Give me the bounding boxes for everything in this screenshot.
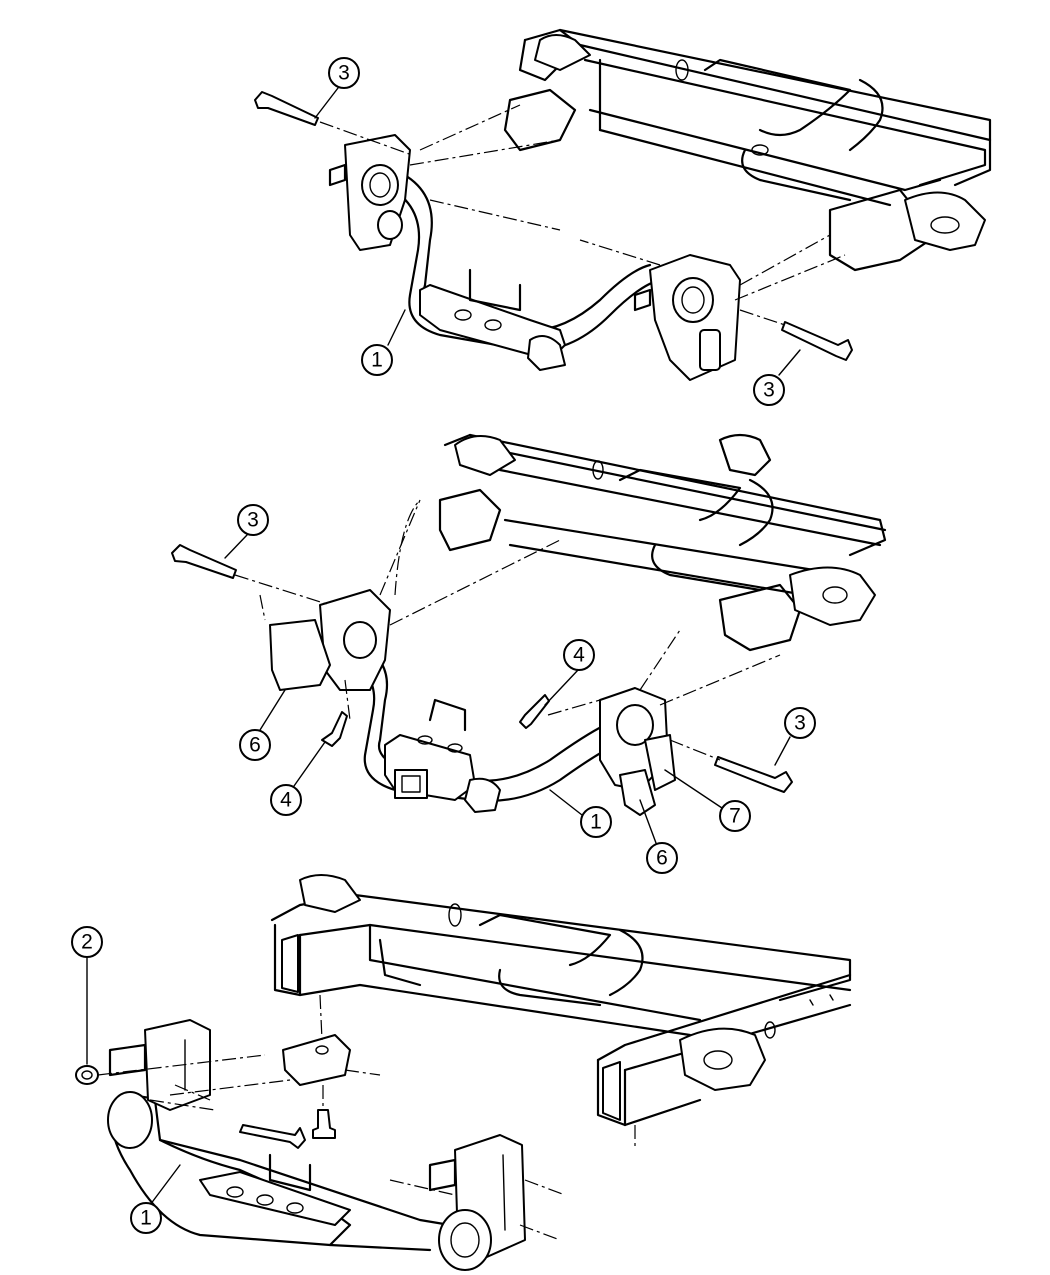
callout-4-middle-lower: 4	[270, 784, 302, 816]
callout-1-bottom: 1	[130, 1202, 162, 1234]
svg-text:6: 6	[656, 847, 668, 870]
hitch-bracket-bottom-center	[282, 1034, 351, 1086]
bolt-bottom-angled	[239, 1124, 306, 1149]
svg-text:1: 1	[140, 1207, 152, 1230]
leader-mid-6b	[639, 799, 657, 844]
hitch-crossmember-1-top	[328, 134, 741, 381]
top-view: 3 1 3	[254, 28, 992, 406]
leader-mid-4a	[544, 669, 579, 706]
callout-7-middle: 7	[719, 800, 751, 832]
svg-text:2: 2	[81, 931, 93, 954]
svg-text:3: 3	[794, 712, 806, 735]
leader-mid-6a	[259, 689, 286, 731]
callout-1-middle: 1	[580, 806, 612, 838]
assembly-lines-bottom	[97, 994, 636, 1241]
svg-text:3: 3	[338, 62, 350, 85]
svg-text:6: 6	[249, 734, 261, 757]
callout-4-middle-upper: 4	[563, 639, 595, 671]
callout-3-middle-left: 3	[237, 504, 269, 536]
leader-top-3b	[778, 349, 801, 376]
callout-2-bottom: 2	[71, 926, 103, 958]
svg-text:3: 3	[763, 379, 775, 402]
bolt-3-middle-left	[171, 544, 237, 579]
bolt-3-top-right	[781, 321, 853, 361]
svg-text:7: 7	[729, 805, 741, 828]
svg-text:4: 4	[573, 644, 585, 667]
callout-6-middle-right: 6	[646, 842, 678, 874]
stud-4-upper	[519, 694, 550, 729]
bolt-bottom-vertical	[312, 1109, 336, 1139]
nut-2-bottom	[75, 1065, 99, 1085]
svg-text:3: 3	[247, 509, 259, 532]
leader-mid-3a	[224, 534, 248, 559]
svg-text:1: 1	[590, 811, 602, 834]
callout-3-top-right: 3	[753, 374, 785, 406]
callout-3-top-left: 3	[328, 57, 360, 89]
leader-top-1	[387, 309, 406, 346]
frame-rails	[503, 28, 992, 272]
bolt-3-middle-right	[714, 756, 793, 793]
middle-view: 3 6 4 4 1 3 7 6	[171, 433, 887, 874]
leader-top-3a	[314, 87, 339, 119]
leader-mid-4b	[293, 741, 326, 787]
leader-mid-3b	[774, 736, 791, 766]
leader-bottom-1	[149, 1164, 181, 1206]
svg-text:4: 4	[280, 789, 292, 812]
assembly-lines-top	[319, 104, 846, 326]
bolt-3-top-left	[254, 91, 319, 126]
callout-3-middle-right: 3	[784, 707, 816, 739]
leader-mid-7	[664, 769, 723, 809]
leader-mid-1	[549, 789, 583, 816]
callout-6-middle-left: 6	[239, 729, 271, 761]
frame-rails-bottom	[270, 874, 852, 1127]
frame-rails-middle	[438, 433, 887, 652]
stud-4-lower	[321, 711, 348, 747]
bottom-view: 2 1	[71, 874, 852, 1271]
callout-1-top: 1	[361, 344, 393, 376]
hitch-crossmember-1-bottom	[107, 1019, 526, 1271]
assembly-lines-middle	[234, 499, 781, 761]
hitch-crossmember-1-middle	[269, 589, 676, 816]
svg-text:1: 1	[371, 349, 383, 372]
